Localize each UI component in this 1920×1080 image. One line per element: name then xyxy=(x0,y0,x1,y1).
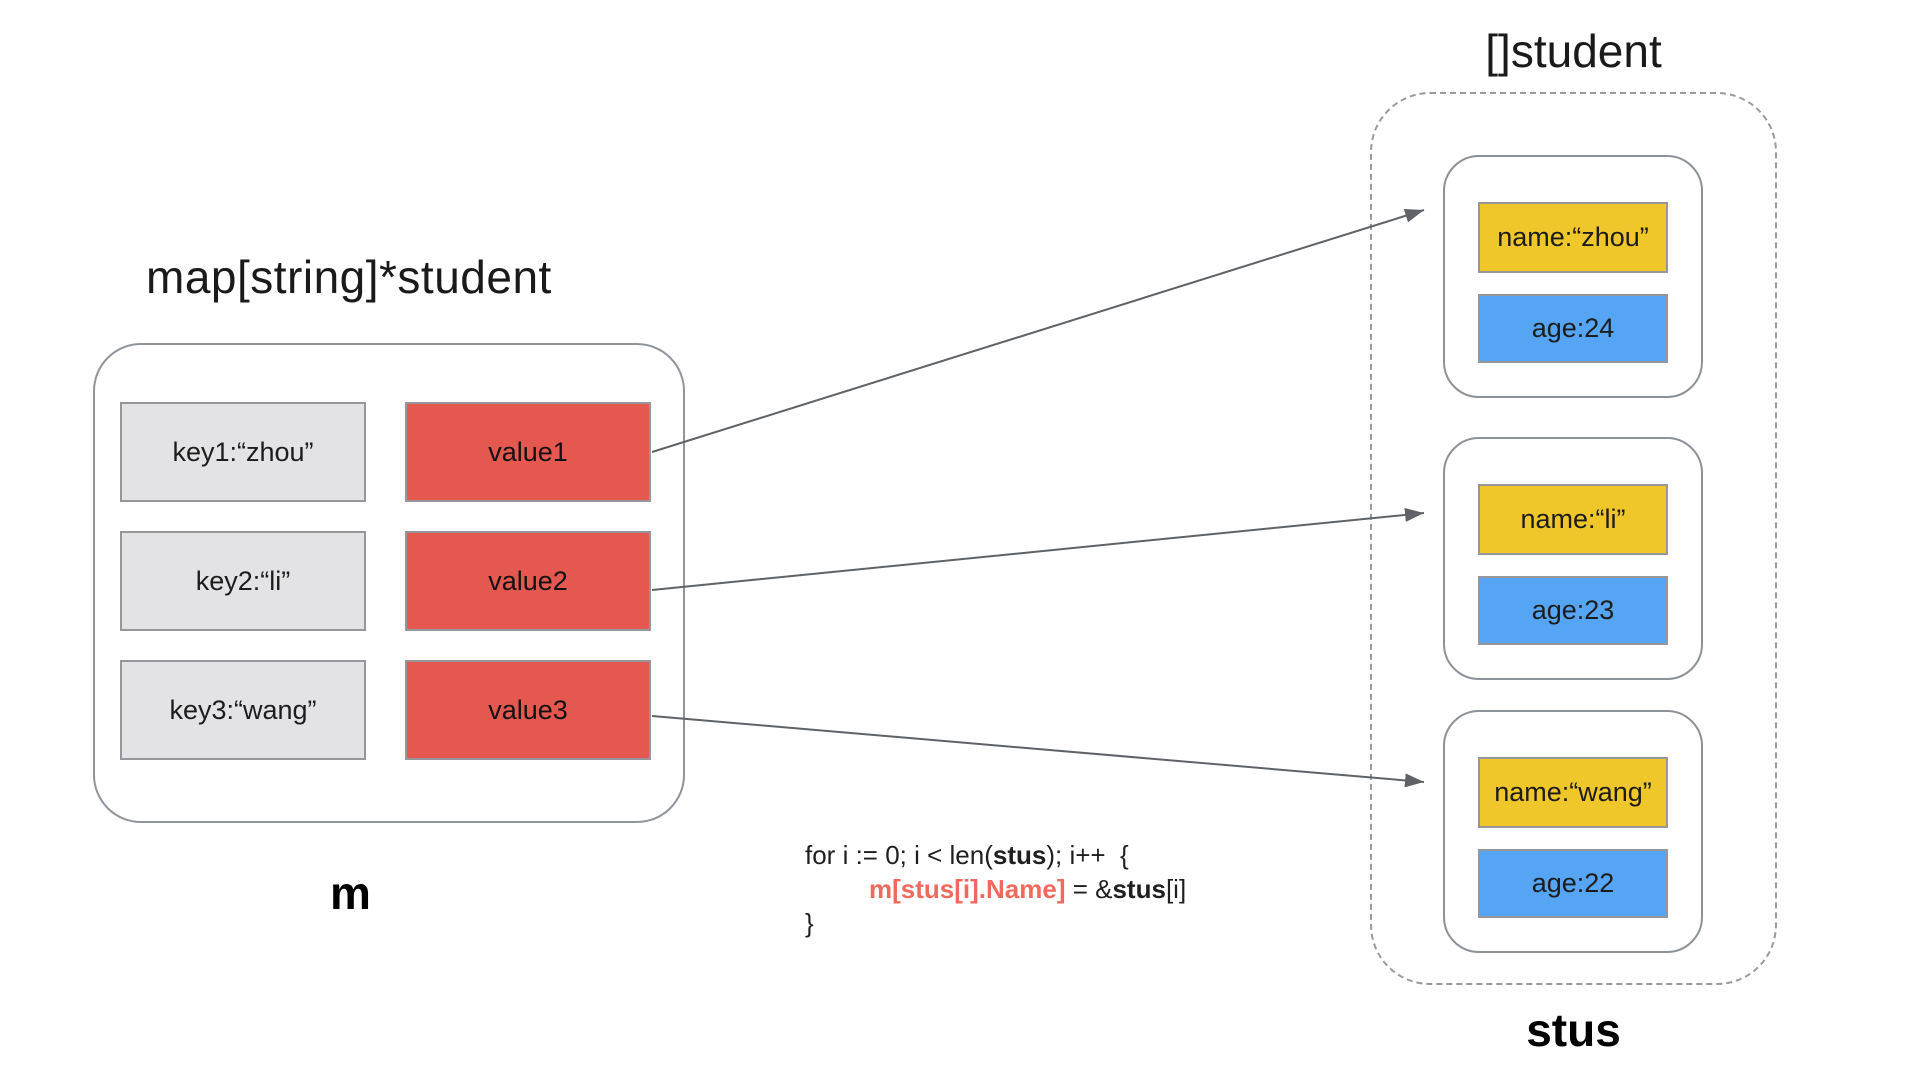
code-snippet: for i := 0; i < len(stus); i++ { m[stus[… xyxy=(805,838,1186,940)
code-line1-text: for i := 0; i < len( xyxy=(805,840,993,870)
student2-name-box: name:“li” xyxy=(1478,484,1668,555)
code-line2-map-assign: m[stus[i].Name] xyxy=(869,874,1066,904)
student-card-3: name:“wang” age:22 xyxy=(1443,710,1703,953)
map-key-box-3: key3:“wang” xyxy=(120,660,366,760)
student1-name-box: name:“zhou” xyxy=(1478,202,1668,273)
student-card-2: name:“li” age:23 xyxy=(1443,437,1703,680)
map-value-box-3: value3 xyxy=(405,660,651,760)
map-key-box-2: key2:“li” xyxy=(120,531,366,631)
code-line-1: for i := 0; i < len(stus); i++ { xyxy=(805,838,1186,872)
map-value-box-2: value2 xyxy=(405,531,651,631)
slice-variable-label: stus xyxy=(1526,1004,1621,1056)
map-type-title: map[string]*student xyxy=(146,251,552,303)
student3-age-box: age:22 xyxy=(1478,849,1668,918)
code-line1-tail: ); i++ { xyxy=(1046,840,1129,870)
slice-type-title: []student xyxy=(1485,25,1662,77)
arrow-value3-to-student3 xyxy=(651,715,1425,788)
student1-age-box: age:24 xyxy=(1478,294,1668,363)
student2-age-box: age:23 xyxy=(1478,576,1668,645)
map-key-box-1: key1:“zhou” xyxy=(120,402,366,502)
student-card-1: name:“zhou” age:24 xyxy=(1443,155,1703,398)
map-value-box-1: value1 xyxy=(405,402,651,502)
code-line1-stus: stus xyxy=(992,840,1047,870)
arrow-value2-to-student2 xyxy=(651,507,1425,591)
map-variable-label: m xyxy=(330,867,371,919)
student3-name-box: name:“wang” xyxy=(1478,757,1668,828)
arrow-value1-to-student1 xyxy=(651,209,1425,453)
code-line2-equals: = & xyxy=(1065,874,1113,904)
code-line-3: } xyxy=(805,908,814,938)
code-line2-stus: stus xyxy=(1112,874,1166,904)
code-line2-index: [i] xyxy=(1165,874,1187,904)
code-line-2: m[stus[i].Name] = &stus[i] xyxy=(805,872,1186,906)
